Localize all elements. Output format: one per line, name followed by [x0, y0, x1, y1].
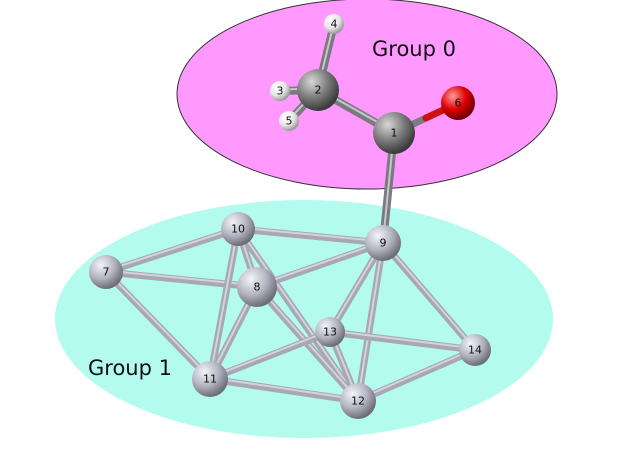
atom-10-sphere: [221, 212, 255, 246]
atom-9-sphere: [365, 225, 401, 261]
atom-6: 6: [441, 86, 475, 120]
atom-12: 12: [340, 383, 376, 419]
atom-13-sphere: [315, 317, 345, 347]
bond-11-13: [206, 328, 334, 383]
bond-7-11: [102, 268, 214, 383]
atom-8: 8: [237, 267, 277, 307]
bond-11-12-highlight: [209, 376, 359, 401]
atom-3-sphere: [270, 81, 290, 101]
atom-8-label: 8: [254, 281, 261, 294]
atom-5: 5: [279, 111, 299, 131]
atom-13: 13: [315, 317, 345, 347]
atom-13-label: 13: [323, 326, 337, 339]
bond-13-14-highlight: [329, 329, 476, 350]
group-0-label: Group 0: [372, 37, 456, 61]
atom-14-sphere: [459, 334, 491, 366]
bond-12-14: [354, 346, 479, 405]
bond-8-9: [253, 239, 387, 291]
atom-2: 2: [297, 69, 339, 111]
bond-7-8-highlight: [105, 269, 258, 287]
atom-7-label: 7: [103, 266, 110, 279]
bond-7-10-highlight: [105, 226, 239, 272]
bond-10-9: [234, 225, 387, 247]
bond-13-14: [326, 328, 479, 354]
bond-9-14-highlight: [382, 240, 476, 350]
atom-4: 4: [324, 14, 344, 34]
atom-4-sphere: [324, 14, 344, 34]
atom-1: 1: [373, 112, 415, 154]
bond-12-14-highlight: [357, 347, 476, 401]
group-1-label: Group 1: [88, 356, 172, 380]
group-0-region: [176, 0, 558, 190]
atom-1-sphere: [373, 112, 415, 154]
atom-2-label: 2: [315, 84, 322, 97]
atom-5-label: 5: [286, 115, 293, 128]
atom-12-label: 12: [351, 395, 365, 408]
atom-3: 3: [270, 81, 290, 101]
atom-14-label: 14: [468, 344, 482, 357]
bond-10-12-highlight: [237, 226, 359, 401]
atom-14: 14: [459, 334, 491, 366]
atom-8-sphere: [237, 267, 277, 307]
bond-7-11-highlight: [105, 269, 211, 379]
atom-10: 10: [221, 212, 255, 246]
bond-11-12: [206, 375, 362, 405]
atom-11-label: 11: [203, 373, 217, 386]
atom-10-label: 10: [231, 223, 245, 236]
atom-6-label: 6: [455, 97, 462, 110]
atom-11: 11: [192, 361, 228, 397]
bond-7-10: [102, 225, 242, 276]
atom-7-sphere: [89, 255, 123, 289]
atom-6-sphere: [441, 86, 475, 120]
atom-1-label: 1: [391, 127, 398, 140]
atom-7: 7: [89, 255, 123, 289]
bond-9-12-highlight: [357, 240, 384, 401]
bond-10-9-highlight: [237, 226, 384, 243]
bond-11-13-highlight: [209, 329, 331, 379]
atom-12-sphere: [340, 383, 376, 419]
atom-11-sphere: [192, 361, 228, 397]
atom-5-sphere: [279, 111, 299, 131]
atom-3-label: 3: [277, 85, 284, 98]
atom-2-sphere: [297, 69, 339, 111]
bond-10-11-highlight: [209, 226, 239, 379]
atom-9: 9: [365, 225, 401, 261]
bond-8-9-highlight: [256, 240, 384, 287]
bond-7-8: [102, 268, 261, 291]
atom-4-label: 4: [331, 18, 338, 31]
atom-9-label: 9: [380, 237, 387, 250]
